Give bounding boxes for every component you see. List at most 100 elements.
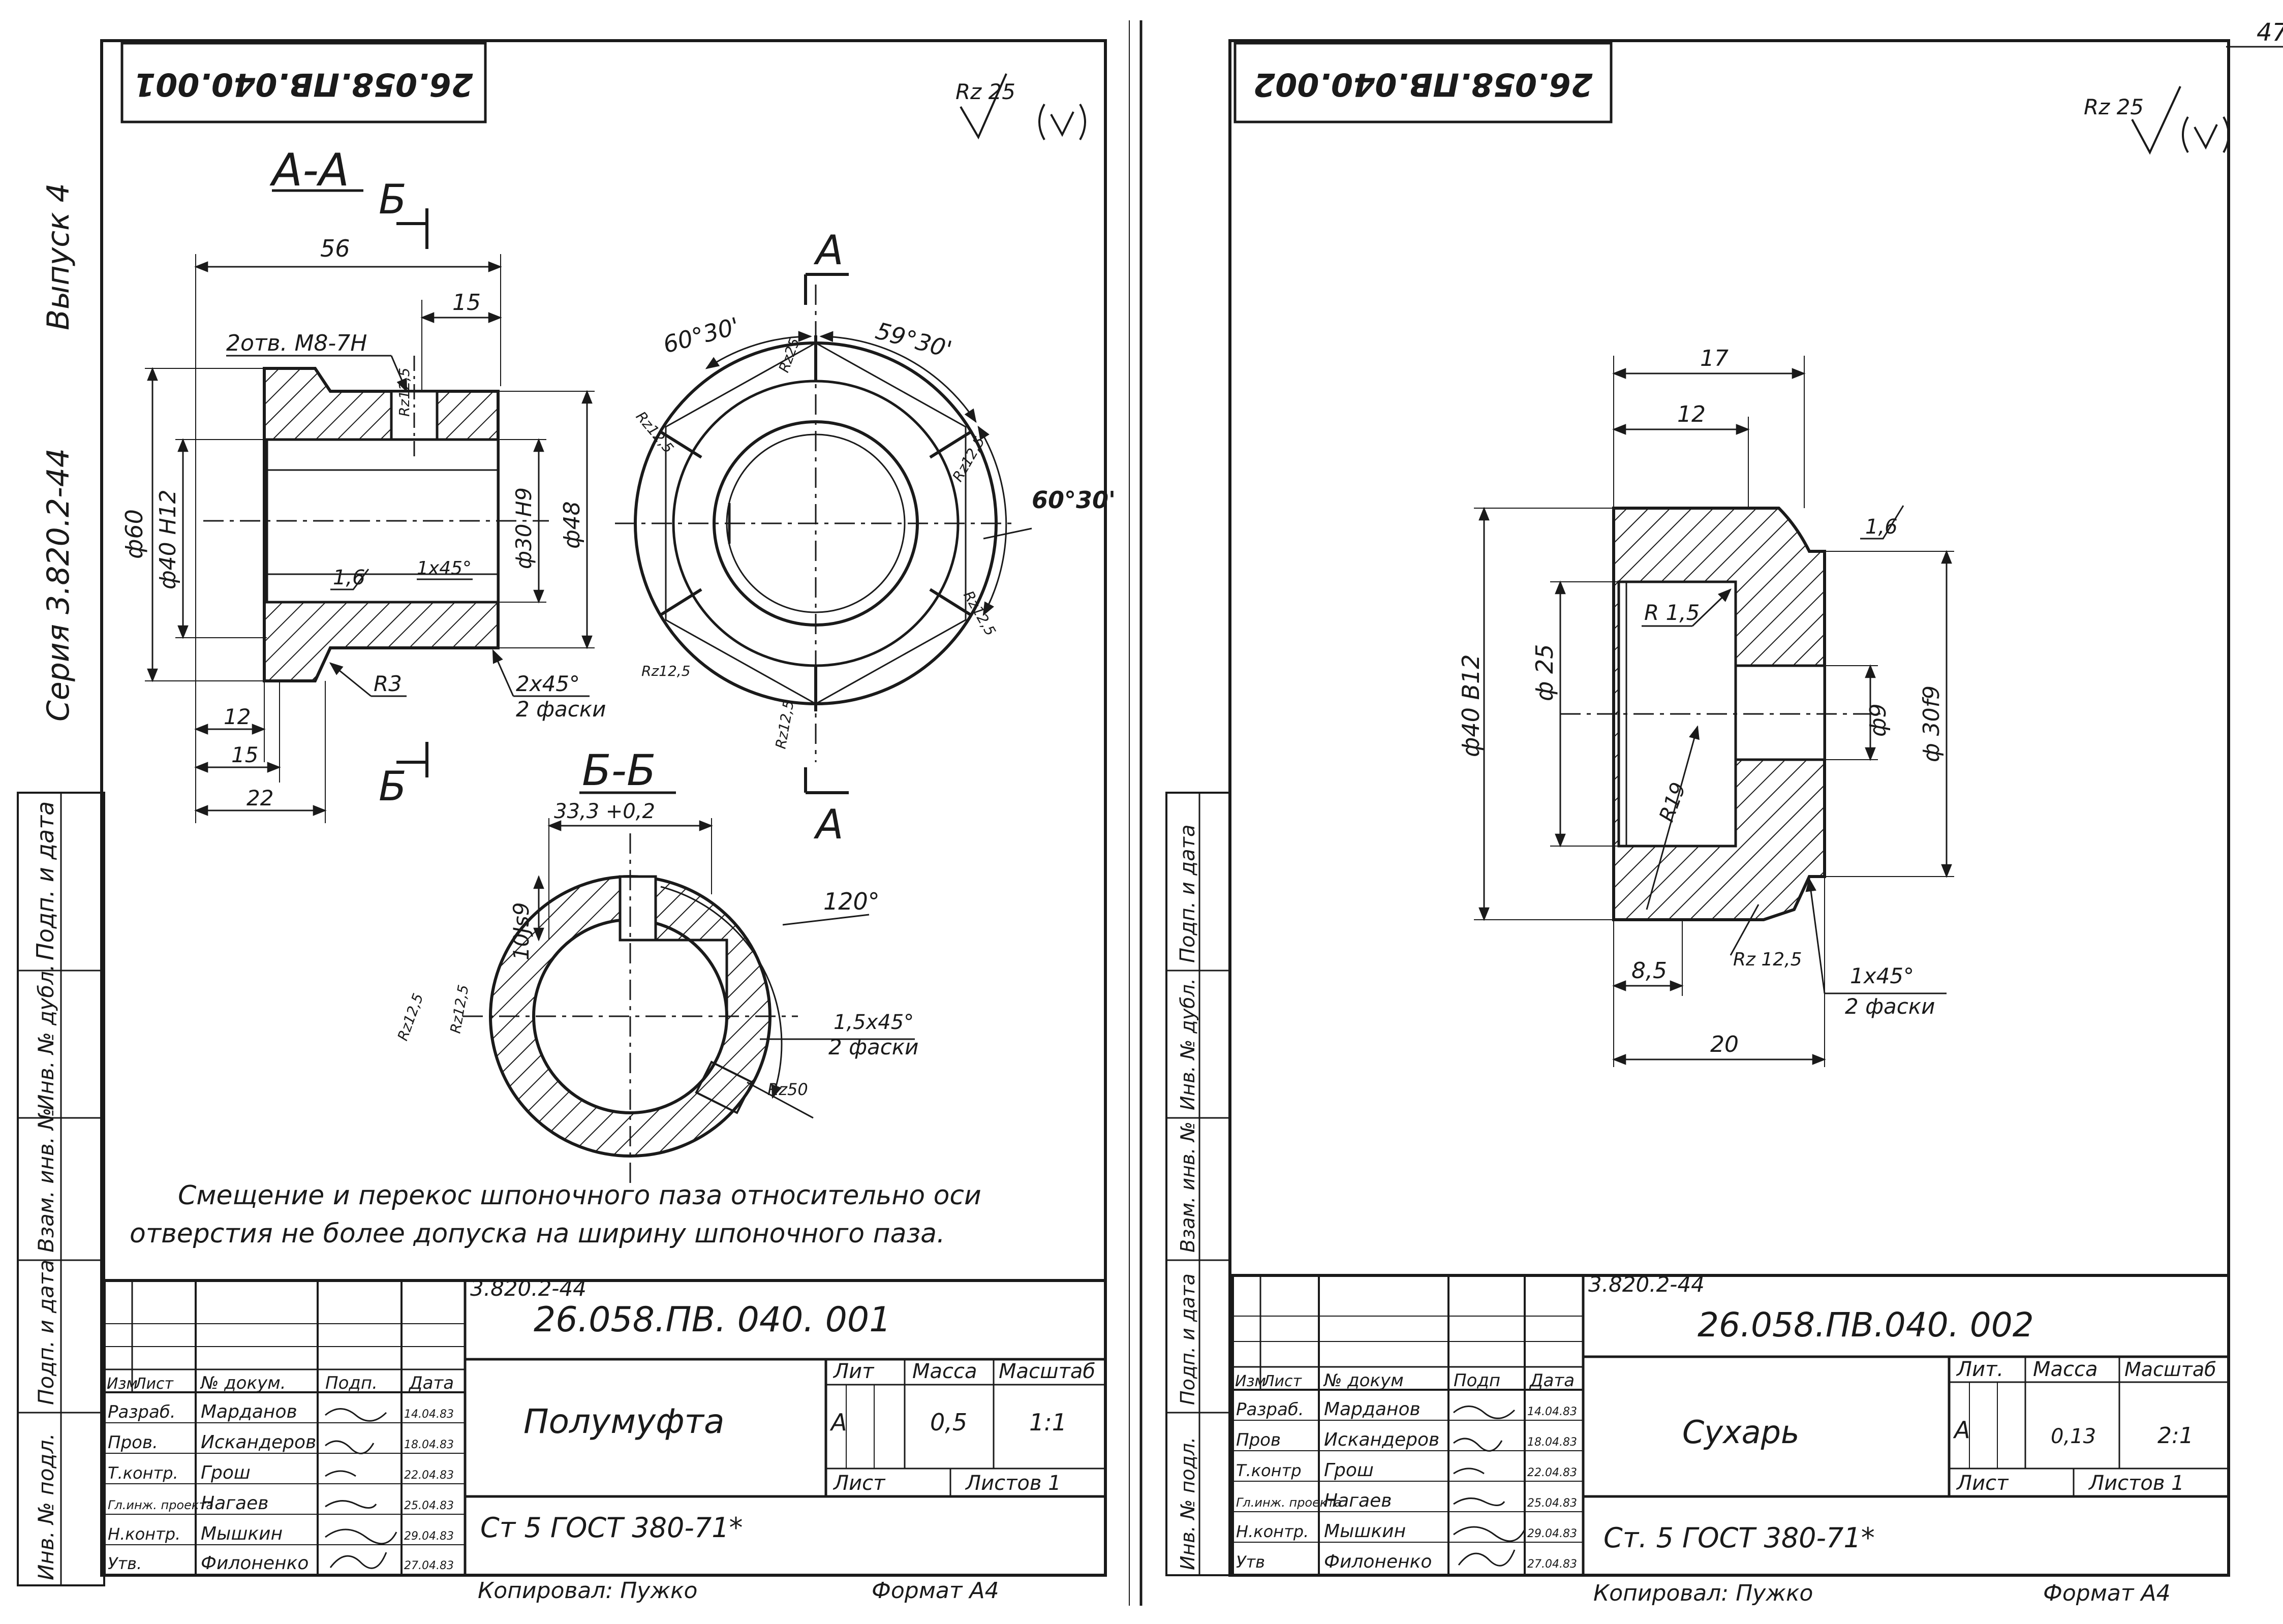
svg-text:ф9: ф9 xyxy=(1865,703,1891,737)
material: Ст 5 ГОСТ 380-71* xyxy=(480,1512,743,1544)
section-aa-dimensions: 56 15 2отв. М8-7Н Rz12,5 ф60 ф40 H12 ф30… xyxy=(120,235,606,823)
stamp-label: Подп. и дата xyxy=(34,1260,58,1405)
svg-text:2отв. М8-7Н: 2отв. М8-7Н xyxy=(226,330,367,356)
svg-text:Лит: Лит xyxy=(832,1360,875,1383)
svg-text:60°30': 60°30' xyxy=(1032,486,1116,514)
svg-text:22.04.83: 22.04.83 xyxy=(404,1469,454,1482)
svg-text:Rz50: Rz50 xyxy=(767,1080,808,1099)
svg-text:14.04.83: 14.04.83 xyxy=(1527,1406,1577,1418)
svg-text:Лист: Лист xyxy=(1262,1372,1303,1390)
svg-text:0,5: 0,5 xyxy=(930,1409,967,1436)
svg-text:Гл.инж. проекта: Гл.инж. проекта xyxy=(108,1498,213,1512)
svg-text:25.04.83: 25.04.83 xyxy=(404,1500,454,1512)
svg-text:Разраб.: Разраб. xyxy=(1236,1399,1304,1420)
svg-text:120°: 120° xyxy=(823,888,880,915)
stamp-label: Взам. инв. № xyxy=(34,1108,58,1253)
svg-text:1х45°: 1х45° xyxy=(1850,963,1914,988)
section-bb-title: Б-Б xyxy=(582,745,656,795)
part-name: Сухарь xyxy=(1682,1414,1800,1451)
svg-text:Rz 25: Rz 25 xyxy=(955,79,1015,104)
svg-text:Филоненко: Филоненко xyxy=(201,1553,308,1574)
svg-text:8,5: 8,5 xyxy=(1631,958,1667,984)
svg-text:Дата: Дата xyxy=(1529,1370,1575,1391)
svg-text:№ докум.: № докум. xyxy=(200,1373,286,1393)
svg-text:Изм: Изм xyxy=(1235,1372,1266,1390)
svg-text:14.04.83: 14.04.83 xyxy=(404,1408,454,1421)
svg-text:ф 30f9: ф 30f9 xyxy=(1919,685,1945,762)
svg-text:ф60: ф60 xyxy=(120,509,148,559)
svg-text:Грош: Грош xyxy=(201,1462,251,1483)
svg-text:Мышкин: Мышкин xyxy=(1324,1521,1406,1542)
svg-text:А: А xyxy=(1953,1416,1970,1444)
side-series-label: Серия 3.820.2-44 xyxy=(41,448,76,722)
svg-text:Лист: Лист xyxy=(1956,1472,2009,1495)
technical-note-line-2: отверстия не более допуска на ширину шпо… xyxy=(130,1219,945,1249)
svg-text:Rz 25: Rz 25 xyxy=(2084,95,2144,119)
half-coupling-front-view: 60°30' 59°30' 60°30' Rz25 Rz12,5 Rz12,5 … xyxy=(615,285,1116,762)
title-block-1: 3.820.2-44 26.058.ПВ. 040. 001 Полумуфта… xyxy=(103,1276,1107,1604)
svg-text:Листов 1: Листов 1 xyxy=(965,1472,1061,1495)
svg-text:Лист: Лист xyxy=(134,1375,174,1393)
technical-note-line-1: Смещение и перекос шпоночного паза относ… xyxy=(178,1180,981,1211)
svg-text:Искандеров: Искандеров xyxy=(1324,1429,1439,1450)
svg-text:29.04.83: 29.04.83 xyxy=(404,1530,454,1543)
copied-by: Копировал: Пужко xyxy=(1593,1580,1813,1606)
svg-text:Искандеров: Искандеров xyxy=(201,1432,316,1453)
cut-b-label: Б xyxy=(379,176,407,223)
svg-text:Нагаев: Нагаев xyxy=(1324,1490,1392,1511)
svg-text:Rz12,5: Rz12,5 xyxy=(394,991,427,1043)
svg-text:60°30': 60°30' xyxy=(660,312,742,359)
svg-text:Rz 12,5: Rz 12,5 xyxy=(1733,949,1802,970)
stamp-label: Инв. № дубл. xyxy=(34,964,58,1110)
slide-block-section: 17 12 1,6 R 1,5 ф40 В12 ф 25 ф9 ф 30f9 xyxy=(1457,346,1954,1067)
half-coupling-section-bb: 33,3 +0,2 10Js9 120° 1,5х45° 2 фаски Rz1… xyxy=(394,800,918,1184)
svg-text:0,13: 0,13 xyxy=(2051,1425,2096,1448)
svg-text:Изм: Изм xyxy=(107,1375,138,1393)
svg-text:2 фаски: 2 фаски xyxy=(828,1035,918,1059)
section-aa-title: А-А xyxy=(269,144,349,196)
svg-text:1:1: 1:1 xyxy=(1029,1409,1067,1436)
side-issue-label: Выпуск 4 xyxy=(41,183,76,330)
svg-text:Гл.инж. проекта: Гл.инж. проекта xyxy=(1236,1495,1342,1510)
svg-text:Масса: Масса xyxy=(2033,1358,2098,1381)
svg-text:12: 12 xyxy=(1677,401,1706,427)
svg-text:Марданов: Марданов xyxy=(201,1401,297,1422)
svg-text:2 фаски: 2 фаски xyxy=(516,697,606,722)
stamp-label: Инв. № подл. xyxy=(1177,1437,1199,1570)
svg-text:Филоненко: Филоненко xyxy=(1324,1551,1432,1572)
svg-text:2 фаски: 2 фаски xyxy=(1845,994,1935,1019)
svg-text:12: 12 xyxy=(224,704,251,729)
sheet-1: 26.058.ПВ.040.001 Rz 25 А-А Б Б xyxy=(100,39,1116,1604)
svg-text:ф30 H9: ф30 H9 xyxy=(511,487,536,569)
right-stamp-strip: Подп. и дата Инв. № дубл. Взам. инв. № П… xyxy=(1165,792,1231,1576)
svg-text:№ докум: № докум xyxy=(1323,1370,1404,1391)
svg-text:Подп: Подп xyxy=(1454,1370,1500,1391)
svg-text:17: 17 xyxy=(1700,346,1729,371)
svg-text:Масштаб: Масштаб xyxy=(2124,1358,2216,1381)
svg-text:33,3 +0,2: 33,3 +0,2 xyxy=(554,800,655,823)
svg-text:Пров: Пров xyxy=(1236,1430,1281,1450)
part-name: Полумуфта xyxy=(523,1402,724,1441)
svg-text:18.04.83: 18.04.83 xyxy=(404,1439,454,1451)
svg-text:27.04.83: 27.04.83 xyxy=(1527,1558,1577,1571)
cut-a-label: А xyxy=(813,227,844,274)
svg-text:18.04.83: 18.04.83 xyxy=(1527,1436,1577,1449)
svg-text:Н.контр.: Н.контр. xyxy=(1236,1522,1309,1541)
mirrored-code: 26.058.ПВ.040.001 xyxy=(134,66,473,103)
mirrored-code: 26.058.ПВ.040.002 xyxy=(1253,66,1593,103)
stamp-label: Инв. № дубл. xyxy=(1177,978,1199,1110)
stamp-label: Подп. и дата xyxy=(32,801,59,960)
stamp-label: Подп. и дата xyxy=(1177,1273,1199,1405)
svg-text:А: А xyxy=(829,1409,847,1436)
svg-text:Лит.: Лит. xyxy=(1956,1358,2003,1381)
svg-text:Марданов: Марданов xyxy=(1324,1399,1421,1420)
svg-text:20: 20 xyxy=(1710,1032,1739,1057)
svg-text:Утв: Утв xyxy=(1236,1552,1265,1572)
cut-a-label: А xyxy=(813,801,844,848)
svg-text:27.04.83: 27.04.83 xyxy=(404,1559,454,1572)
stamp-label: Подп. и дата xyxy=(1176,825,1199,963)
stamp-label: Инв. № подл. xyxy=(34,1433,58,1580)
general-roughness-mark: Rz 25 xyxy=(2084,86,2230,155)
svg-text:R3: R3 xyxy=(374,671,402,696)
half-coupling-section-aa xyxy=(203,356,549,682)
